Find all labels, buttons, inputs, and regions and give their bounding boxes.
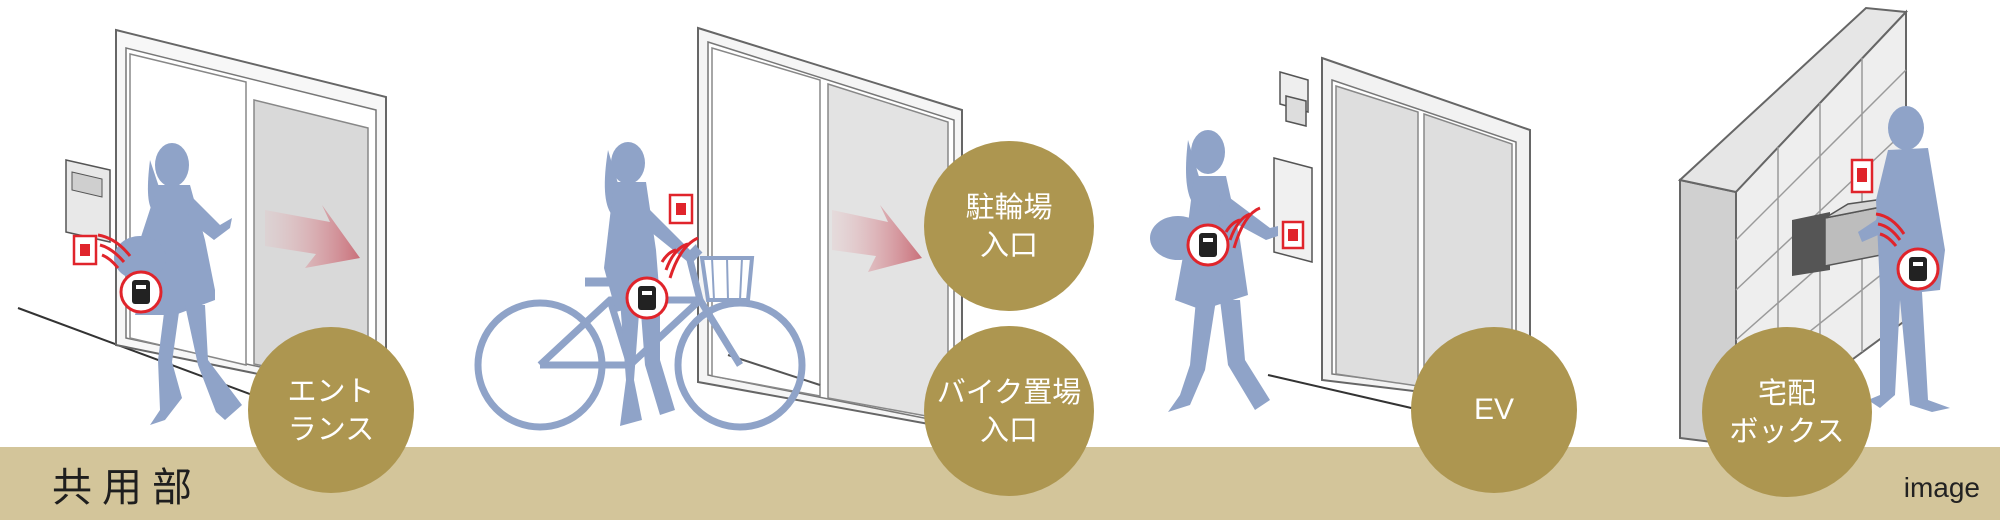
smartkey-icon bbox=[1186, 223, 1230, 267]
woman-figure bbox=[1150, 130, 1278, 412]
wireless-signal-icon bbox=[1875, 212, 1906, 247]
motorbike-parking-badge-line2: 入口 bbox=[979, 413, 1038, 447]
delivery-box-badge: 宅配 ボックス bbox=[1702, 327, 1872, 497]
card-reader-icon bbox=[72, 234, 98, 266]
wireless-signal-icon bbox=[97, 233, 132, 269]
entrance-badge-line2: ランス bbox=[287, 412, 375, 446]
intercom-icon bbox=[65, 159, 111, 243]
ev-badge: EV bbox=[1411, 327, 1577, 493]
ev-badge-line1: EV bbox=[1473, 393, 1515, 426]
bike-parking-scene bbox=[474, 26, 963, 432]
motorbike-parking-badge: バイク置場 入口 bbox=[924, 326, 1094, 496]
card-reader-icon bbox=[1850, 158, 1874, 194]
delivery-box-badge-line1: 宅配 bbox=[1757, 376, 1816, 410]
wireless-signal-icon bbox=[660, 236, 699, 279]
floor-title: 共用部 bbox=[52, 465, 202, 511]
smartkey-icon bbox=[119, 270, 163, 314]
entrance-scene bbox=[17, 28, 387, 425]
elevator-indicator-icon bbox=[1279, 71, 1309, 127]
bike-parking-badge-line2: 入口 bbox=[979, 228, 1038, 262]
bike-parking-badge-line1: 駐輪場 bbox=[965, 190, 1053, 224]
smartkey-icon bbox=[1896, 247, 1940, 291]
smartkey-icon bbox=[625, 276, 669, 320]
motorbike-parking-badge-line1: バイク置場 bbox=[936, 375, 1082, 409]
entrance-badge-line1: エント bbox=[287, 374, 375, 408]
card-reader-icon bbox=[668, 193, 694, 225]
entrance-badge: エント ランス bbox=[248, 327, 414, 493]
image-caption: image bbox=[1903, 472, 1980, 503]
bicycle-basket bbox=[699, 256, 755, 302]
delivery-box-badge-line2: ボックス bbox=[1729, 414, 1845, 448]
wireless-signal-icon bbox=[1224, 206, 1261, 249]
bike-parking-badge: 駐輪場 入口 bbox=[924, 141, 1094, 311]
ev-scene bbox=[1150, 56, 1531, 412]
arrow-right-icon bbox=[832, 205, 922, 272]
card-reader-icon bbox=[1281, 220, 1305, 250]
arrow-right-icon bbox=[265, 205, 360, 268]
